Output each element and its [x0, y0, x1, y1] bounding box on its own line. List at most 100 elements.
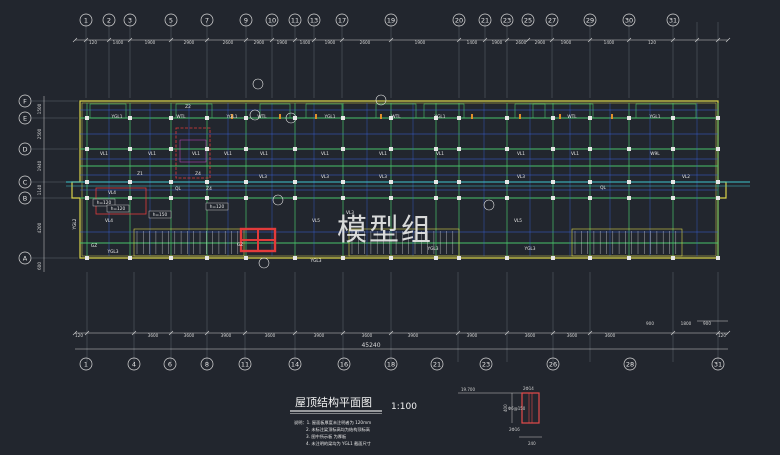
dim-tick [715, 37, 721, 43]
beam-label: VL1 [192, 151, 200, 157]
column [457, 196, 461, 200]
axis-label: 11 [241, 361, 249, 369]
beam-label: VL1 [571, 151, 579, 157]
axis-bubble [583, 13, 597, 27]
axis-bubble [623, 357, 637, 371]
detail-bottom-bars: 2Φ16 [509, 427, 520, 432]
beam-label: VL3 [259, 174, 267, 180]
room-box [635, 103, 697, 119]
column [128, 116, 132, 120]
dim-value: 3600 [184, 333, 195, 338]
column [551, 147, 555, 151]
reference-circle [375, 94, 387, 106]
row-label: D [22, 146, 27, 154]
beam-label: GZ [91, 243, 97, 249]
column [588, 196, 592, 200]
column [551, 116, 555, 120]
column [341, 256, 345, 260]
beam-label: QL [600, 185, 606, 191]
dim-value: 3600 [567, 333, 578, 338]
room-box [532, 103, 594, 119]
reference-circle [272, 194, 284, 206]
dim-value: 120 [648, 40, 656, 45]
marker [231, 114, 233, 119]
dim-tick [549, 37, 555, 43]
column [457, 180, 461, 184]
column [505, 196, 509, 200]
detail-top-bars: 2Φ14 [523, 386, 534, 391]
left-dim-value: 2500 [37, 128, 42, 139]
axis-label: 31 [714, 361, 722, 369]
column [128, 196, 132, 200]
column [244, 256, 248, 260]
detail-depth: 400 [503, 404, 508, 412]
total-dimension: 45240 [361, 342, 380, 349]
beam-label: VL1 [379, 151, 387, 157]
dim-tick [311, 37, 317, 43]
axis-label: 13 [310, 17, 318, 25]
left-dim-value: 4200 [37, 222, 42, 233]
dim-tick [204, 330, 210, 336]
column [551, 256, 555, 260]
column [588, 180, 592, 184]
dim-tick [388, 37, 394, 43]
marker [559, 114, 561, 119]
axis-label: 9 [244, 17, 248, 25]
dim-tick [725, 330, 731, 336]
axis-bubble [200, 357, 214, 371]
drawing-title: 屋顶结构平面图 [295, 395, 372, 409]
column [205, 180, 209, 184]
column [627, 256, 631, 260]
marker [611, 114, 613, 119]
room-box [375, 103, 417, 119]
axis-label: 29 [586, 17, 594, 25]
column [205, 147, 209, 151]
left-dim-value: 600 [37, 262, 42, 270]
axis-label: 26 [549, 361, 557, 369]
column [205, 196, 209, 200]
axis-bubble [500, 13, 514, 27]
reference-circle [285, 112, 297, 124]
column [293, 196, 297, 200]
section-outline [521, 392, 540, 424]
beam-label: YGL1 [433, 114, 445, 120]
axis-label: 21 [433, 361, 441, 369]
beam-label: W9L [650, 151, 660, 157]
dim-tick [168, 330, 174, 336]
beam-label: YGL3 [309, 258, 321, 264]
dim-tick [292, 330, 298, 336]
axis-bubble [545, 13, 559, 27]
beam-label: VL3 [346, 210, 354, 216]
column [434, 196, 438, 200]
detail-elevation: 19.700 [461, 387, 475, 392]
dim-tick [72, 37, 78, 43]
highlight-frame [175, 127, 211, 179]
row-label: E [23, 115, 27, 123]
dim-tick [550, 330, 556, 336]
room-box [89, 103, 127, 119]
row-label: B [23, 195, 27, 203]
column [341, 147, 345, 151]
beam-label: VL3 [379, 174, 387, 180]
beam-label: VL3 [517, 174, 525, 180]
dim-tick [670, 37, 676, 43]
beam-label: VL1 [224, 151, 232, 157]
column [505, 180, 509, 184]
dim-value: 2900 [535, 40, 546, 45]
column [293, 180, 297, 184]
dim-value: 1900 [145, 40, 156, 45]
beam-label: VL5 [514, 218, 522, 224]
beam-label: YGL1 [225, 114, 237, 120]
column [434, 116, 438, 120]
beam-label: VL2 [682, 174, 690, 180]
dim-tick [694, 37, 700, 43]
dim-value: 120 [718, 333, 726, 338]
marker [279, 114, 281, 119]
note-line: 2. 未标注梁顶标高均为结构顶标高 [306, 426, 370, 433]
column [293, 256, 297, 260]
label-box [205, 202, 229, 211]
beam-label: YGL3 [523, 246, 535, 252]
